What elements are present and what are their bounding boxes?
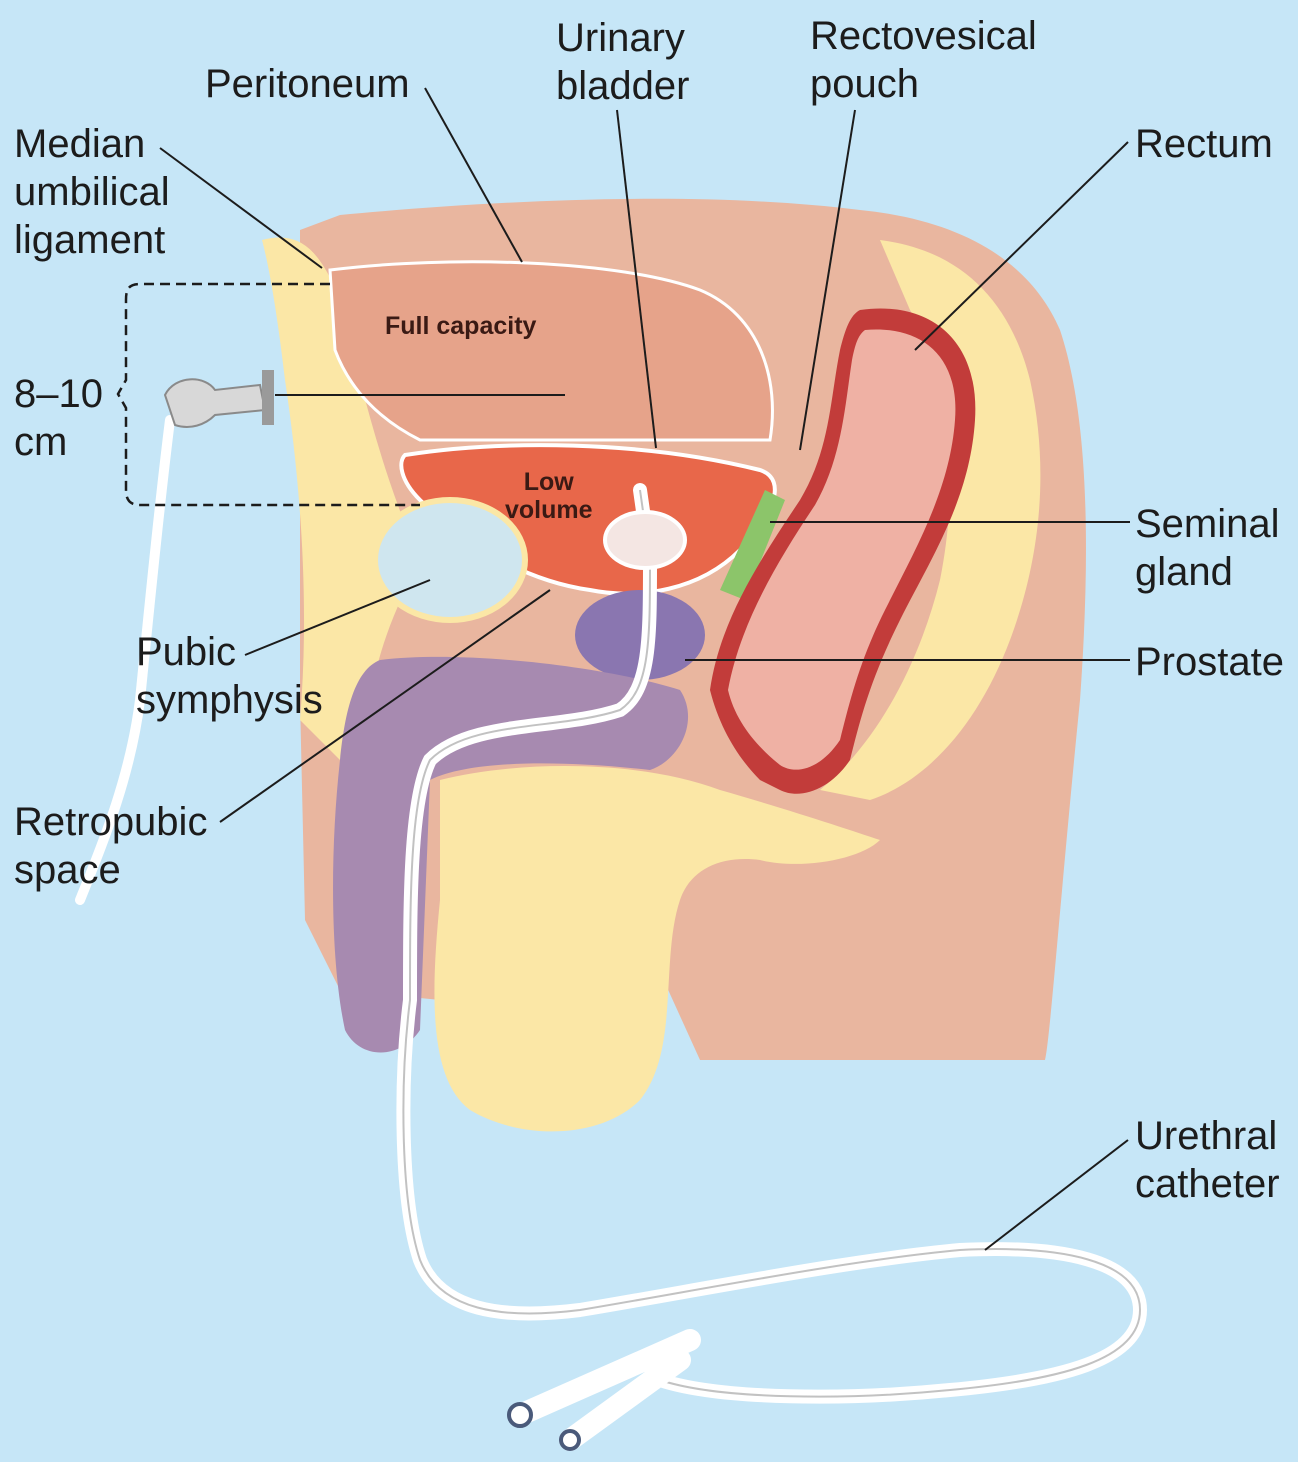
label-urethral-catheter: Urethral catheter [1135,1112,1280,1208]
label-measurement: 8–10 cm [14,370,103,466]
label-full-capacity: Full capacity [385,312,536,340]
pubic-symphysis [375,500,525,620]
catheter-ports [520,1340,690,1440]
label-median-umbilical-ligament: Median umbilical ligament [14,120,170,264]
label-retropubic-space: Retropubic space [14,798,207,894]
catheter-balloon [605,512,685,568]
catheter-port-ring-2 [561,1431,579,1449]
label-prostate: Prostate [1135,638,1284,686]
label-urinary-bladder: Urinary bladder [556,14,689,110]
connector-valve [262,370,274,425]
suprapubic-connector [165,379,265,427]
label-rectum: Rectum [1135,120,1273,168]
label-low-volume: Low volume [505,468,593,524]
catheter-port-ring [509,1404,531,1426]
label-seminal-gland: Seminal gland [1135,500,1280,596]
label-rectovesical-pouch: Rectovesical pouch [810,12,1037,108]
label-pubic-symphysis: Pubic symphysis [136,628,323,724]
label-peritoneum: Peritoneum [205,60,410,108]
